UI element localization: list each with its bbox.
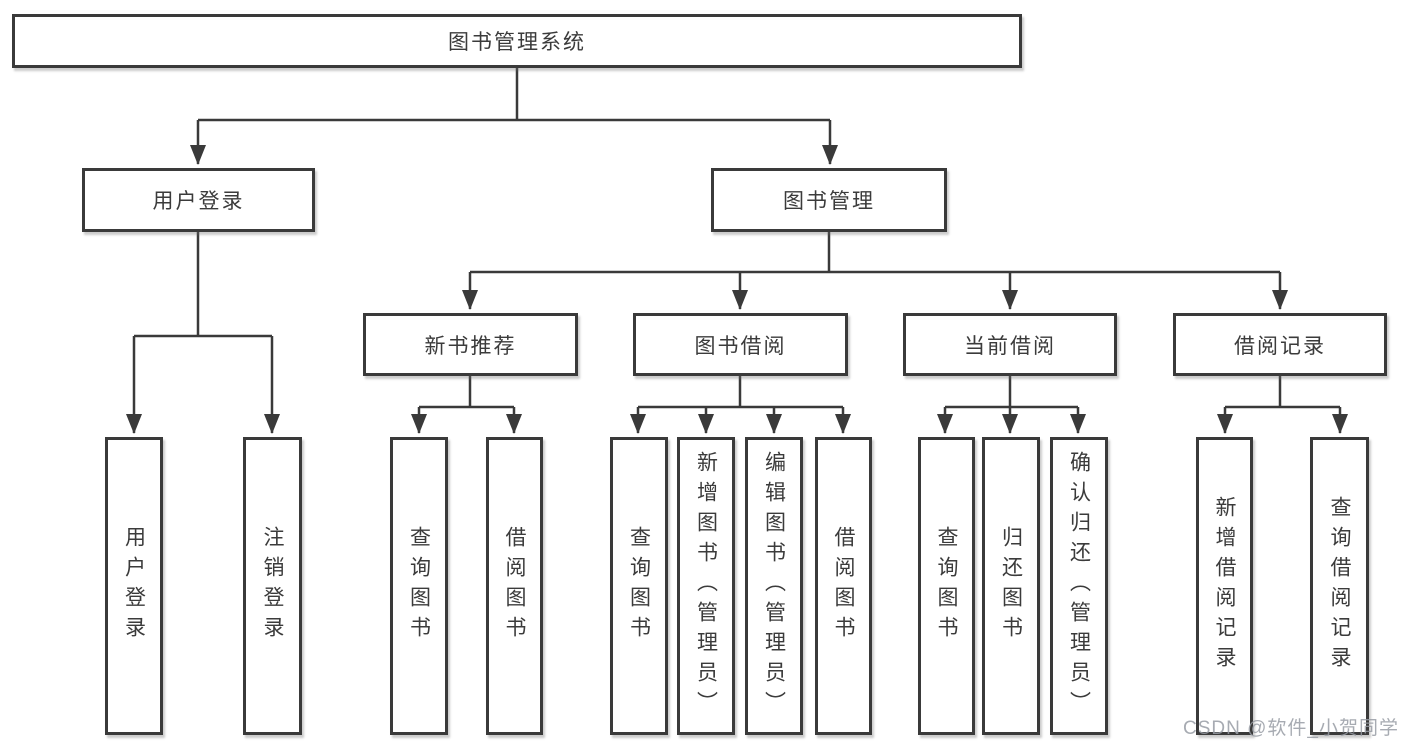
leaf-query-books-current: 查询图书 [918, 437, 975, 735]
branch-user-login: 用户登录 [82, 168, 315, 232]
category-current-borrow: 当前借阅 [903, 313, 1117, 376]
csdn-watermark: CSDN @软件_小贺同学 [1183, 718, 1399, 739]
category-book-borrow: 图书借阅 [633, 313, 848, 376]
category-new-book-recommend: 新书推荐 [363, 313, 578, 376]
category-label: 新书推荐 [424, 334, 517, 358]
leaf-edit-book-admin: 编辑图书（管理员） [745, 437, 803, 735]
leaf-add-borrow-record: 新增借阅记录 [1196, 437, 1253, 735]
root-node-library-system: 图书管理系统 [12, 14, 1022, 68]
branch-label: 用户登录 [152, 190, 245, 213]
leaf-return-book: 归还图书 [982, 437, 1040, 735]
leaf-confirm-return-admin: 确认归还（管理员） [1050, 437, 1108, 735]
leaf-borrow-books: 借阅图书 [815, 437, 872, 735]
leaf-query-borrow-record: 查询借阅记录 [1310, 437, 1369, 735]
root-node-label: 图书管理系统 [448, 31, 586, 54]
category-label: 当前借阅 [964, 334, 1056, 358]
leaf-query-books-borrow: 查询图书 [610, 437, 668, 735]
tree-branch-lines [134, 68, 1340, 409]
leaf-borrow-books-recommend: 借阅图书 [486, 437, 543, 735]
category-borrow-record: 借阅记录 [1173, 313, 1387, 376]
leaf-user-login: 用户登录 [105, 437, 163, 735]
category-label: 借阅记录 [1234, 334, 1326, 358]
branch-book-management: 图书管理 [711, 168, 947, 232]
leaf-logout: 注销登录 [243, 437, 302, 735]
category-label: 图书借阅 [694, 334, 787, 358]
leaf-query-books-recommend: 查询图书 [390, 437, 448, 735]
leaf-add-book-admin: 新增图书（管理员） [677, 437, 735, 735]
branch-label: 图书管理 [783, 190, 875, 213]
